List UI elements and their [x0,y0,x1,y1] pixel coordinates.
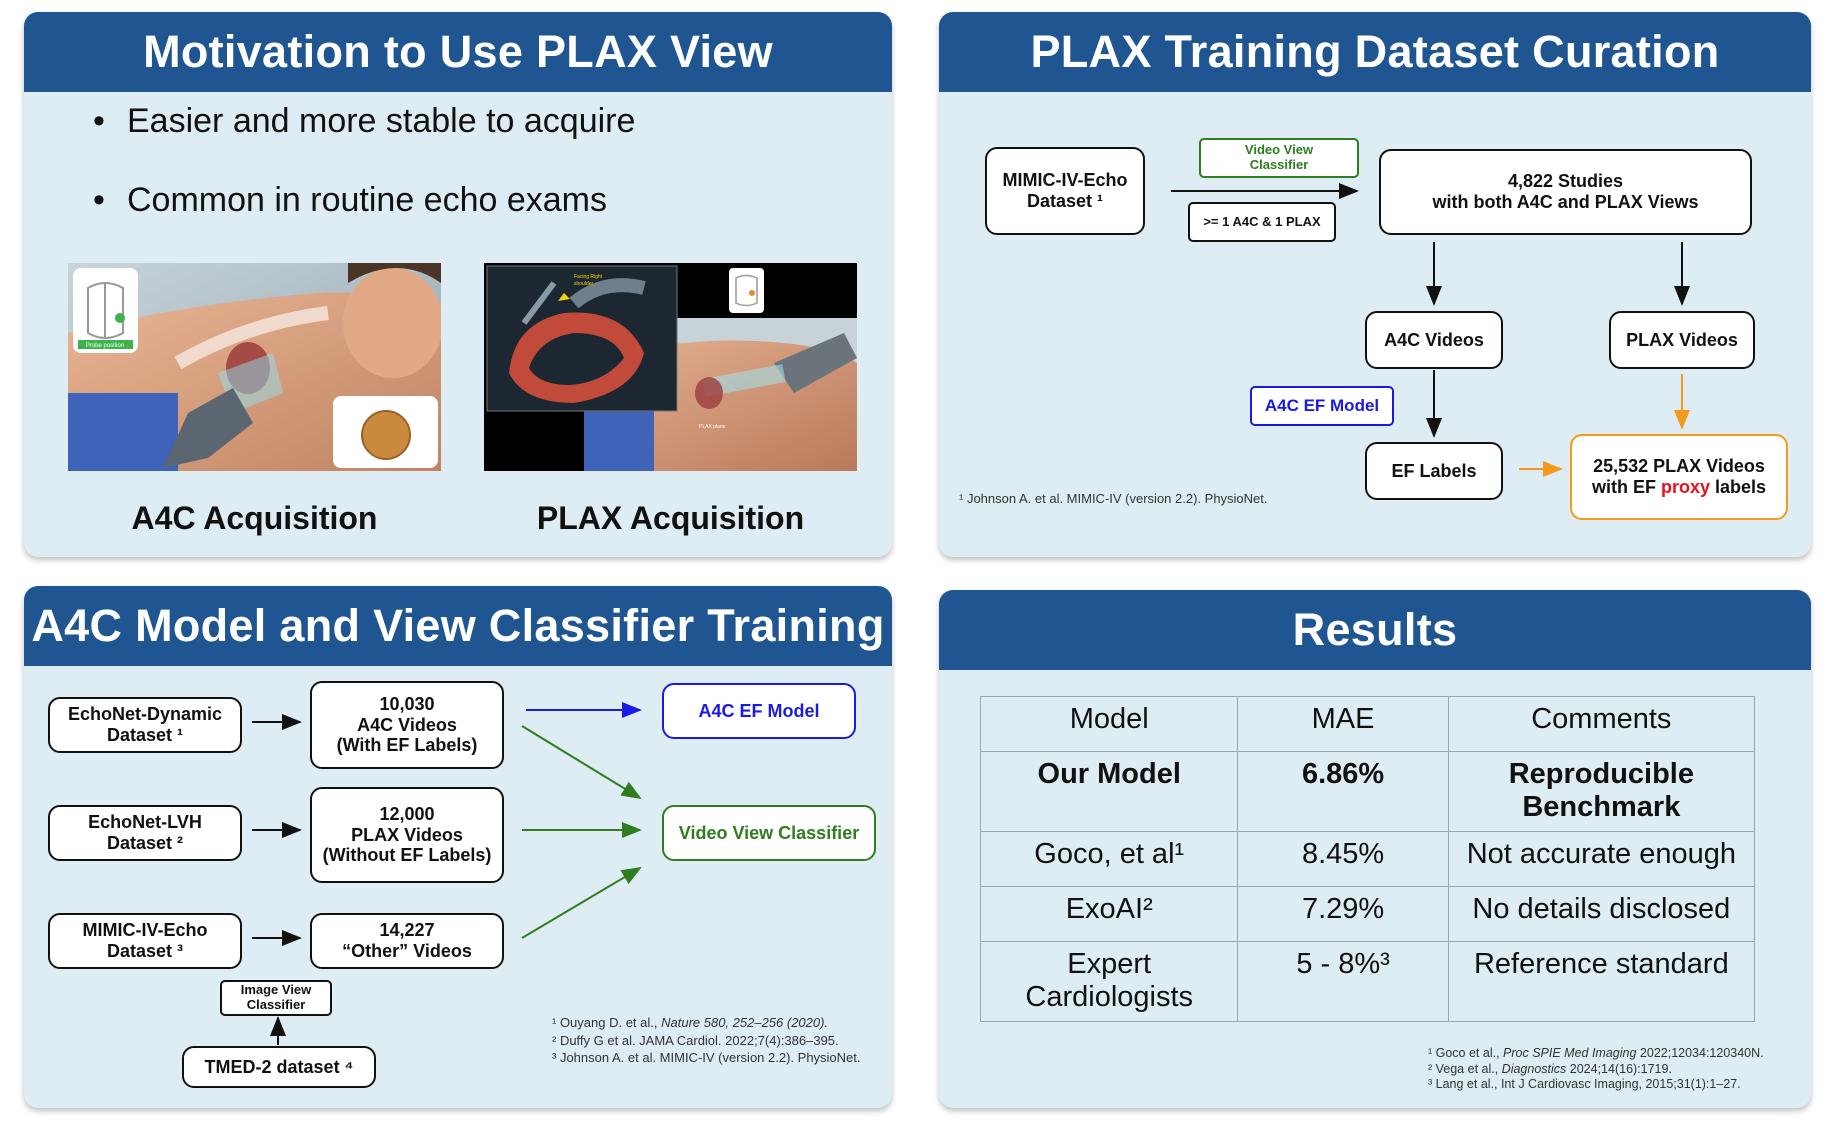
results-table: Model MAE Comments Our Model 6.86% Repro… [979,696,1756,1022]
plax-plane-label: PLAX plane [699,424,726,430]
ef-labels-box: EF Labels [1365,442,1503,500]
header-model: Model [979,696,1239,752]
table-row: Our Model 6.86% Reproducible Benchmark [979,751,1756,832]
bullet-common: Common in routine echo exams [93,181,607,220]
facing-label-1: Facing Right [574,274,603,280]
curation-panel: PLAX Training Dataset Curation MIMIC-IV-… [939,12,1811,557]
table-header-row: Model MAE Comments [979,696,1756,752]
facing-label-2: shoulder [574,281,594,287]
header-mae: MAE [1237,696,1449,752]
tmed-dataset-box: TMED-2 dataset ⁴ [182,1046,376,1088]
a4c-acquisition-caption: A4C Acquisition [131,500,378,536]
probe-position-label: Probe position [86,343,124,349]
a4c-ef-model-box: A4C EF Model [662,683,856,739]
a4c-acquisition-image: Probe position [68,263,441,471]
results-panel: Results Model MAE Comments Our Model 6.8… [939,590,1811,1108]
arrow-other-to-view-classifier [521,866,642,939]
motivation-title: Motivation to Use PLAX View [24,12,892,92]
bullet-easier: Easier and more stable to acquire [93,102,635,141]
results-footnotes: ¹ Goco et al., Proc SPIE Med Imaging 202… [1428,1046,1764,1092]
motivation-panel: Motivation to Use PLAX View Easier and m… [24,12,892,557]
plax-acquisition-image: PLAX plane Facing Right shoulder [484,263,857,471]
results-title: Results [939,590,1811,670]
video-view-classifier-box: Video View Classifier [662,805,876,861]
table-row: Goco, et al¹ 8.45% Not accurate enough [979,831,1756,887]
training-title: A4C Model and View Classifier Training [24,586,892,666]
criteria-tag: >= 1 A4C & 1 PLAX [1188,202,1336,242]
table-row: ExoAI² 7.29% No details disclosed [979,886,1756,942]
a4c-videos-box: A4C Videos [1365,311,1503,369]
curation-arrows [1171,183,1690,477]
plax-acquisition-caption: PLAX Acquisition [536,500,805,536]
curation-footnote: ¹ Johnson A. et al. MIMIC-IV (version 2.… [959,491,1268,506]
a4c-ef-model-tag: A4C EF Model [1250,386,1394,426]
plax-videos-box: PLAX Videos [1609,311,1755,369]
training-panel: A4C Model and View Classifier Training E… [24,586,892,1108]
training-footnotes: ¹ Ouyang D. et al., Nature 580, 252–256 … [552,1015,861,1066]
proxy-labels-box: 25,532 PLAX Videos with EF proxy labels [1570,434,1788,520]
header-comments: Comments [1447,696,1756,752]
training-arrows [252,702,642,1045]
table-row: Expert Cardiologists 5 - 8%³ Reference s… [979,941,1756,1022]
curation-title: PLAX Training Dataset Curation [939,12,1811,92]
arrow-a4c-to-view-classifier [521,725,642,800]
other-videos-count-box: 14,227“Other” Videos [310,913,504,969]
